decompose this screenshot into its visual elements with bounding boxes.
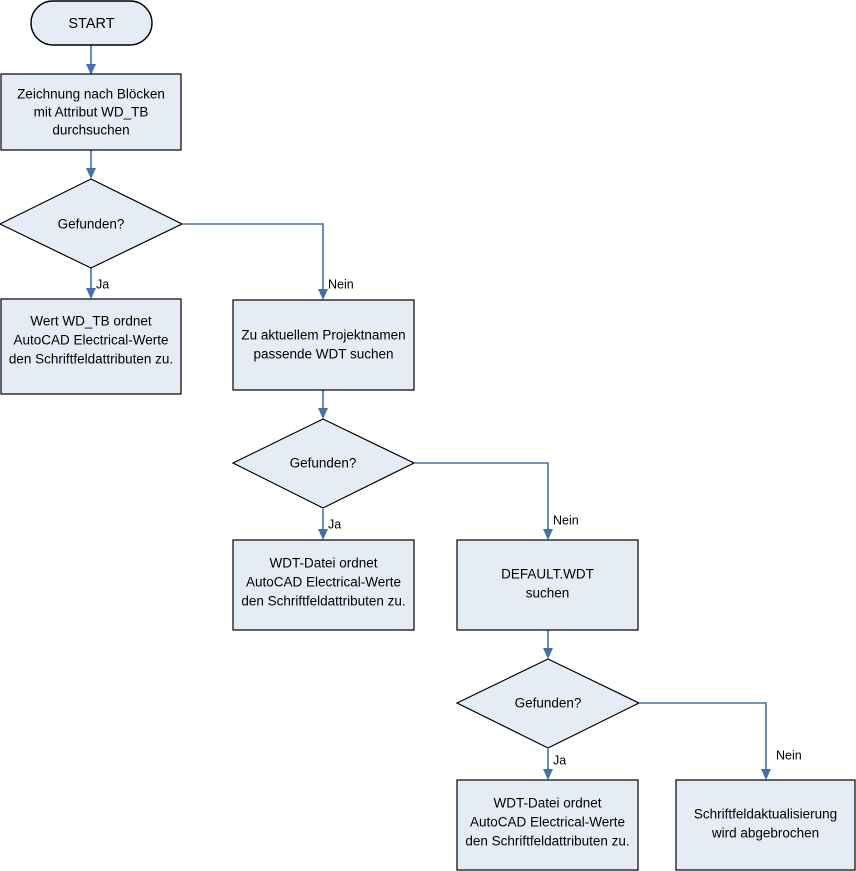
wdt-assign-2-line3: den Schriftfeldattributen zu. bbox=[465, 834, 629, 849]
wdt-assign-2-line2: AutoCAD Electrical-Werte bbox=[470, 815, 625, 830]
edge-line-segment bbox=[640, 702, 767, 773]
abort-line1: Schriftfeldaktualisierung bbox=[694, 807, 837, 822]
edge-decision1-no: Nein bbox=[183, 223, 354, 300]
edge-decision3-yes: Ja bbox=[543, 749, 566, 780]
start-label: START bbox=[68, 16, 114, 32]
edge-arrowhead bbox=[86, 64, 96, 75]
search-blocks-line3: durchsuchen bbox=[52, 123, 129, 138]
edge-decision1-yes: Ja bbox=[86, 268, 109, 299]
wdt-assign-2-shape[interactable] bbox=[456, 779, 639, 871]
decision3-label: Gefunden? bbox=[515, 696, 582, 711]
decision1-shape[interactable] bbox=[0, 178, 184, 269]
search-default-wdt-shape[interactable] bbox=[456, 539, 639, 631]
edge-label-decision2-no: Nein bbox=[553, 513, 579, 527]
edge-decision2-no: Nein bbox=[415, 462, 579, 540]
search-blocks-line2: mit Attribut WD_TB bbox=[34, 105, 149, 120]
search-project-wdt-line1: Zu aktuellem Projektnamen bbox=[241, 328, 405, 343]
edge-search-project-to-decision2 bbox=[318, 390, 328, 419]
decision1-label: Gefunden? bbox=[58, 217, 125, 232]
edge-decision3-no: Nein bbox=[640, 702, 802, 780]
start-terminator-shape[interactable] bbox=[30, 0, 153, 46]
node-search-blocks[interactable]: Zeichnung nach Blöcken mit Attribut WD_T… bbox=[0, 73, 182, 151]
decision2-shape[interactable] bbox=[231, 418, 416, 509]
edge-start-to-search-blocks bbox=[86, 45, 96, 75]
edge-line-segment bbox=[183, 223, 324, 293]
search-project-wdt-shape[interactable] bbox=[232, 299, 415, 391]
node-abort[interactable]: Schriftfeldaktualisierung wird abgebroch… bbox=[675, 779, 856, 871]
edge-arrowhead bbox=[761, 769, 771, 780]
edge-arrowhead bbox=[86, 288, 96, 299]
wd-tb-assign-shape[interactable] bbox=[0, 298, 182, 395]
wd-tb-assign-line3: den Schriftfeldattributen zu. bbox=[9, 352, 173, 367]
abort-line2: wird abgebrochen bbox=[711, 826, 819, 841]
search-blocks-line1: Zeichnung nach Blöcken bbox=[17, 87, 165, 102]
edge-decision2-yes: Ja bbox=[318, 509, 341, 540]
edges-layer: Ja Nein Ja Nein bbox=[86, 45, 802, 780]
edge-arrowhead bbox=[318, 289, 328, 300]
edge-arrowhead bbox=[86, 168, 96, 179]
node-search-project-wdt[interactable]: Zu aktuellem Projektnamen passende WDT s… bbox=[232, 299, 415, 391]
node-decision1[interactable]: Gefunden? bbox=[0, 178, 184, 269]
decision2-label: Gefunden? bbox=[290, 456, 357, 471]
abort-shape[interactable] bbox=[675, 779, 856, 871]
edge-search-default-to-decision3 bbox=[543, 630, 553, 659]
edge-search-blocks-to-decision1 bbox=[86, 150, 96, 179]
edge-label-decision3-yes: Ja bbox=[553, 753, 566, 767]
node-wdt-assign-2[interactable]: WDT-Datei ordnet AutoCAD Electrical-Wert… bbox=[456, 779, 639, 871]
node-decision3[interactable]: Gefunden? bbox=[455, 658, 641, 749]
edge-label-decision2-yes: Ja bbox=[328, 517, 341, 531]
decision3-shape[interactable] bbox=[455, 658, 641, 749]
node-decision2[interactable]: Gefunden? bbox=[231, 418, 416, 509]
search-default-wdt-line2: suchen bbox=[526, 586, 570, 601]
edge-arrowhead bbox=[318, 529, 328, 540]
edge-label-decision3-no: Nein bbox=[776, 748, 802, 762]
wd-tb-assign-line2: AutoCAD Electrical-Werte bbox=[13, 333, 168, 348]
search-blocks-shape[interactable] bbox=[0, 73, 182, 151]
edge-label-decision1-no: Nein bbox=[328, 277, 354, 291]
edge-line-segment bbox=[415, 462, 549, 533]
wdt-assign-1-line3: den Schriftfeldattributen zu. bbox=[241, 594, 405, 609]
edge-label-decision1-yes: Ja bbox=[96, 277, 109, 291]
wdt-assign-1-shape[interactable] bbox=[232, 539, 415, 631]
node-wdt-assign-1[interactable]: WDT-Datei ordnet AutoCAD Electrical-Wert… bbox=[232, 539, 415, 631]
wdt-assign-1-line2: AutoCAD Electrical-Werte bbox=[246, 575, 401, 590]
edge-arrowhead bbox=[543, 769, 553, 780]
edge-arrowhead bbox=[543, 648, 553, 659]
node-start[interactable]: START bbox=[30, 0, 153, 46]
wd-tb-assign-line1: Wert WD_TB ordnet bbox=[30, 314, 152, 329]
node-search-default-wdt[interactable]: DEFAULT.WDT suchen bbox=[456, 539, 639, 631]
edge-arrowhead bbox=[543, 529, 553, 540]
search-project-wdt-line2: passende WDT suchen bbox=[253, 347, 393, 362]
wdt-assign-2-line1: WDT-Datei ordnet bbox=[493, 796, 601, 811]
wdt-assign-1-line1: WDT-Datei ordnet bbox=[269, 556, 377, 571]
search-default-wdt-line1: DEFAULT.WDT bbox=[501, 567, 594, 582]
edge-arrowhead bbox=[318, 408, 328, 419]
node-wd-tb-assign[interactable]: Wert WD_TB ordnet AutoCAD Electrical-Wer… bbox=[0, 298, 182, 395]
